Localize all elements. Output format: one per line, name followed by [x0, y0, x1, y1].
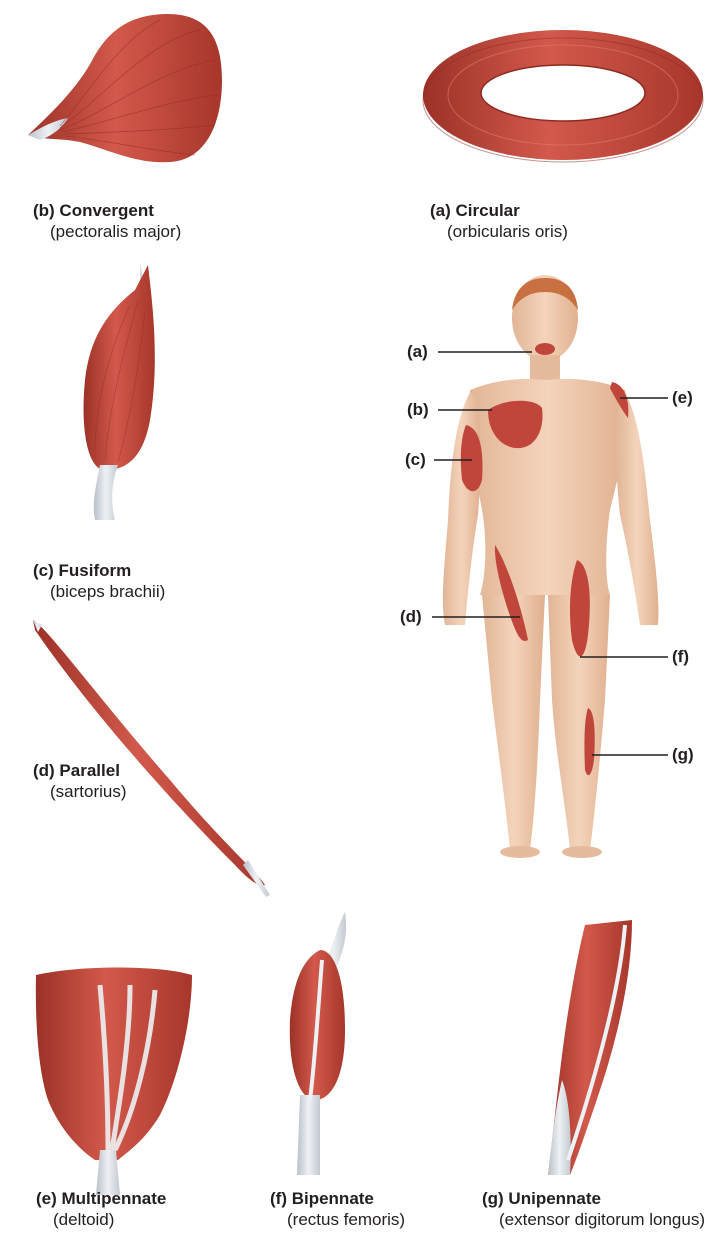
caption-convergent: (b) Convergent (pectoralis major) — [33, 200, 181, 242]
caption-example: (orbicularis oris) — [430, 221, 568, 242]
caption-example: (rectus femoris) — [270, 1209, 405, 1230]
caption-example: (pectoralis major) — [33, 221, 181, 242]
callout-e: (e) — [672, 388, 693, 408]
caption-example: (sartorius) — [33, 781, 127, 802]
caption-name: (e) Multipennate — [36, 1188, 166, 1209]
callout-d: (d) — [400, 607, 422, 627]
caption-circular: (a) Circular (orbicularis oris) — [430, 200, 568, 242]
human-body-figure — [432, 275, 668, 858]
caption-example: (extensor digitorum longus) — [482, 1209, 709, 1230]
caption-fusiform: (c) Fusiform (biceps brachii) — [33, 560, 165, 602]
callout-b: (b) — [407, 400, 429, 420]
caption-name: (b) Convergent — [33, 200, 181, 221]
caption-name: (f) Bipennate — [270, 1188, 405, 1209]
caption-name: (g) Unipennate — [482, 1188, 709, 1209]
circular-muscle-illustration — [423, 30, 703, 162]
caption-name: (d) Parallel — [33, 760, 127, 781]
multipennate-muscle-illustration — [36, 968, 192, 1196]
bipennate-muscle-illustration — [290, 912, 346, 1175]
convergent-muscle-illustration — [28, 14, 222, 162]
parallel-muscle-illustration — [33, 620, 270, 897]
fusiform-muscle-illustration — [84, 262, 155, 520]
unipennate-muscle-illustration — [548, 920, 632, 1175]
callout-c: (c) — [405, 450, 426, 470]
callout-f: (f) — [672, 647, 689, 667]
caption-example: (deltoid) — [36, 1209, 166, 1230]
caption-bipennate: (f) Bipennate (rectus femoris) — [270, 1188, 405, 1230]
body-orbicularis-oris — [535, 343, 555, 355]
caption-name: (a) Circular — [430, 200, 568, 221]
caption-unipennate: (g) Unipennate (extensor digitorum longu… — [482, 1188, 709, 1230]
caption-name: (c) Fusiform — [33, 560, 165, 581]
caption-parallel: (d) Parallel (sartorius) — [33, 760, 127, 802]
caption-example: (biceps brachii) — [33, 581, 165, 602]
caption-multipennate: (e) Multipennate (deltoid) — [36, 1188, 166, 1230]
callout-g: (g) — [672, 745, 694, 765]
callout-a: (a) — [407, 342, 428, 362]
